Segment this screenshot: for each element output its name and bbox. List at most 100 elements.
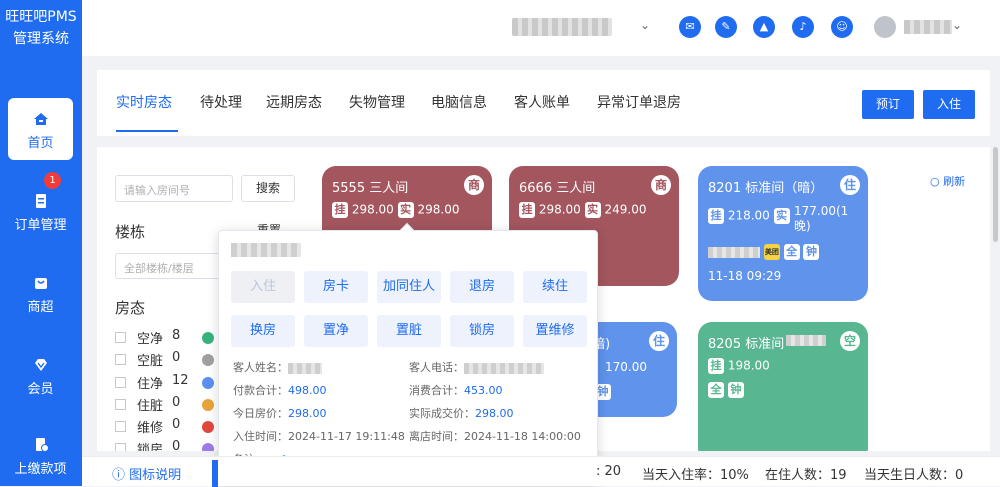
- tab-abnormal[interactable]: 异常订单退房: [597, 95, 681, 111]
- status-dot: [202, 421, 214, 433]
- actual-price-icon: 实: [584, 202, 601, 218]
- checkbox[interactable]: [115, 377, 126, 388]
- hourly-icon: 钟: [803, 244, 820, 260]
- listed-price: 198.00: [727, 358, 770, 373]
- room-card[interactable]: 8205 标准间 空 挂 198.00 全 钟: [698, 322, 868, 451]
- legend-link[interactable]: ⓘ 图标说明: [112, 468, 182, 483]
- tab-bar: 实时房态 待处理 远期房态 失物管理 电脑信息 客人账单 异常订单退房 预订 入…: [97, 70, 990, 136]
- reserve-button[interactable]: 预订: [862, 90, 914, 119]
- sound-icon[interactable]: ♪: [792, 16, 814, 38]
- room-action-popup: 入住 房卡 加同住人 退房 续住 换房 置净 置脏 锁房 置维修 客人姓名： 客…: [218, 222, 598, 485]
- diamond-icon: [34, 359, 47, 371]
- nav-home-label: 首页: [27, 136, 54, 151]
- set-clean-button[interactable]: 置净: [304, 315, 368, 347]
- user-chevron-down-icon[interactable]: ⌄: [952, 18, 963, 32]
- status-label: 维修: [137, 421, 164, 436]
- status-count: 0: [172, 350, 181, 365]
- tab-active-indicator: [116, 130, 178, 132]
- status-label: 住脏: [137, 399, 164, 414]
- set-repair-button[interactable]: 置维修: [523, 315, 587, 347]
- checkin-button[interactable]: 入住: [923, 90, 975, 119]
- guest-name-value-blur: [288, 362, 322, 374]
- checkin-time-info: 入住时间：2024-11-17 19:11:48: [233, 428, 405, 444]
- paid-info: 付款合计：498.00: [233, 382, 327, 398]
- actual-price-icon: 实: [397, 202, 414, 218]
- checkbox[interactable]: [115, 421, 126, 432]
- extend-stay-button[interactable]: 续住: [523, 271, 587, 303]
- tab-future[interactable]: 远期房态: [266, 95, 322, 111]
- tab-computer[interactable]: 电脑信息: [431, 95, 487, 111]
- tab-pending[interactable]: 待处理: [200, 95, 242, 111]
- scrollbar[interactable]: [993, 147, 998, 242]
- tab-realtime[interactable]: 实时房态: [116, 95, 172, 111]
- status-count: 0: [172, 417, 181, 432]
- checkin-time-label: 入住时间：: [233, 430, 288, 443]
- status-title: 房态: [115, 299, 146, 317]
- checkin-action-button[interactable]: 入住: [231, 271, 295, 303]
- room-price-row: 挂 198.00: [708, 358, 770, 374]
- nav-member-label: 会员: [27, 382, 54, 397]
- shop-icon: [34, 278, 47, 289]
- room-tags-row: 全 钟: [708, 382, 744, 398]
- guest-name-info: 客人姓名：: [233, 359, 322, 375]
- chat-icon[interactable]: ✉: [679, 16, 701, 38]
- room-search-input[interactable]: 请输入房间号: [115, 175, 233, 202]
- support-icon[interactable]: ☺: [831, 16, 853, 38]
- tab-lost[interactable]: 失物管理: [349, 95, 405, 111]
- listed-price: 298.00: [351, 202, 394, 217]
- room-price-row: 挂 298.00 实 298.00: [332, 202, 459, 218]
- actual-price-label: 实际成交价：: [409, 407, 475, 420]
- paid-label: 付款合计：: [233, 384, 288, 397]
- listed-price-icon: 挂: [332, 202, 348, 218]
- status-label: 空脏: [137, 354, 164, 369]
- add-cohabitant-button[interactable]: 加同住人: [377, 271, 441, 303]
- room-title: 6666 三人间: [519, 181, 596, 196]
- room-price-row: 挂 218.00 实: [708, 208, 790, 224]
- guest-phone-label: 客人电话：: [409, 361, 464, 374]
- hotel-selector[interactable]: [512, 18, 612, 36]
- chevron-down-icon[interactable]: ⌄: [640, 18, 651, 32]
- refresh-button[interactable]: ○ 刷新: [930, 175, 966, 188]
- status-dot: [202, 332, 214, 344]
- checkbox[interactable]: [115, 354, 126, 365]
- lock-room-button[interactable]: 锁房: [450, 315, 514, 347]
- status-label: 空净: [137, 332, 164, 347]
- legend-label: 图标说明: [129, 468, 182, 483]
- checkbox[interactable]: [115, 443, 126, 451]
- search-button[interactable]: 搜索: [241, 175, 295, 202]
- room-tag: 空: [840, 331, 860, 351]
- orders-badge: 1: [44, 172, 61, 189]
- nav-member[interactable]: 会员: [8, 344, 73, 406]
- tab-bill[interactable]: 客人账单: [514, 95, 570, 111]
- user-name[interactable]: [904, 20, 952, 34]
- listed-price-icon: 挂: [519, 202, 535, 218]
- alarm-icon[interactable]: ▲: [753, 16, 775, 38]
- nav-shop[interactable]: 商超: [8, 262, 73, 324]
- room-price-row: 挂 298.00 实 249.00: [519, 202, 646, 218]
- actual-price: 249.00: [604, 202, 647, 217]
- today-price-value: 298.00: [288, 407, 327, 420]
- room-title: 8205 标准间: [708, 337, 785, 352]
- status-label: 住净: [137, 377, 164, 392]
- change-room-button[interactable]: 换房: [231, 315, 295, 347]
- room-title: 8201 标准间（暗）: [708, 181, 824, 196]
- building-title: 楼栋: [115, 223, 146, 241]
- checkbox[interactable]: [115, 332, 126, 343]
- nav-payments[interactable]: 上缴款项: [8, 424, 73, 486]
- status-dot: [202, 377, 214, 389]
- set-dirty-button[interactable]: 置脏: [377, 315, 441, 347]
- guest-name-blur: [708, 246, 760, 258]
- room-title: 5555 三人间: [332, 181, 409, 196]
- room-card-button[interactable]: 房卡: [304, 271, 368, 303]
- room-tags-row: 美团 全 钟: [708, 244, 820, 260]
- guest-name-label: 客人姓名：: [233, 361, 288, 374]
- avatar[interactable]: [874, 16, 896, 38]
- nav-home[interactable]: 首页: [8, 98, 73, 160]
- checkout-button[interactable]: 退房: [450, 271, 514, 303]
- nav-orders[interactable]: 1 订单管理: [8, 172, 73, 242]
- today-price-label: 今日房价：: [233, 407, 288, 420]
- full-day-icon: 全: [708, 382, 724, 398]
- checkbox[interactable]: [115, 399, 126, 410]
- edit-icon[interactable]: ✎: [715, 16, 737, 38]
